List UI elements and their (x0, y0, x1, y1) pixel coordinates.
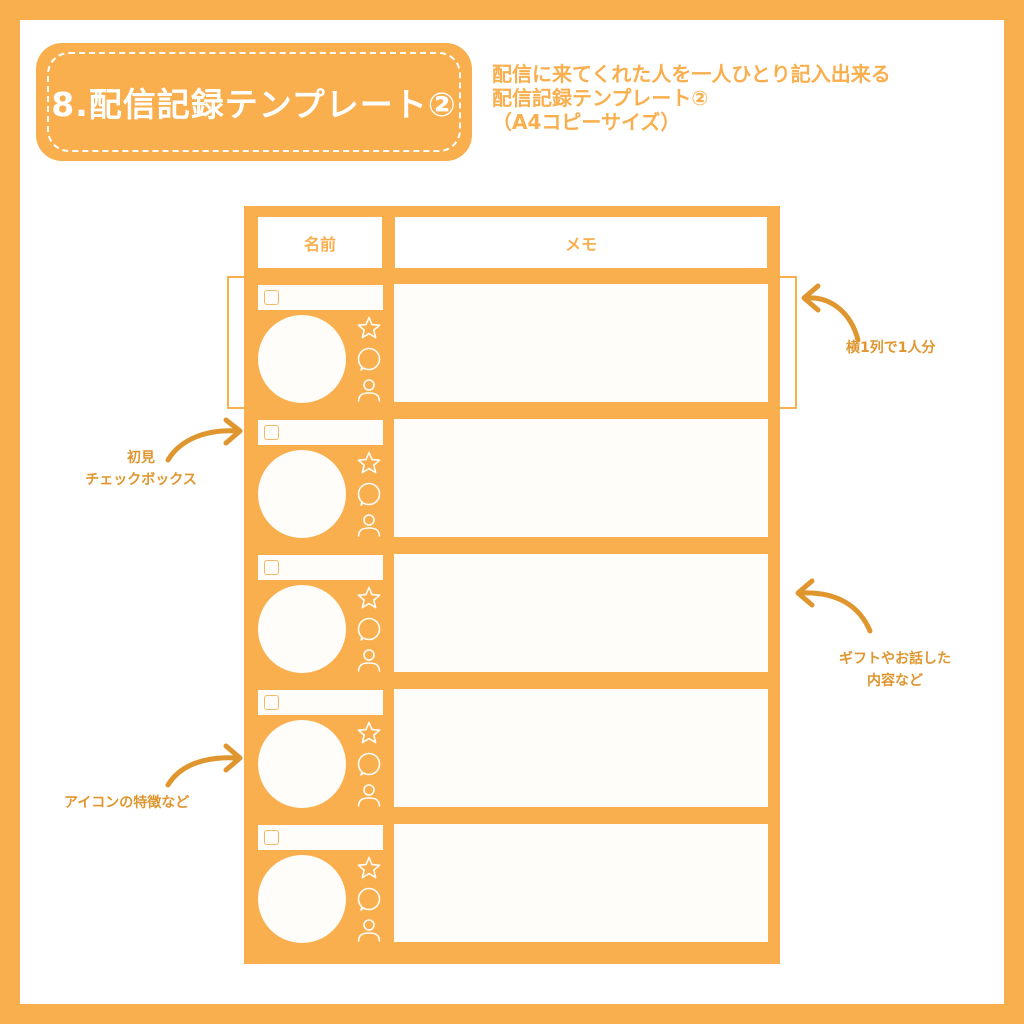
speech-bubble-icon[interactable] (356, 481, 382, 507)
name-field[interactable] (258, 690, 383, 715)
person-icon[interactable] (356, 782, 382, 808)
title-badge: 8.配信記録テンプレート② (36, 43, 472, 161)
person-icon[interactable] (356, 377, 382, 403)
first-visit-checkbox[interactable] (264, 695, 279, 710)
row-highlight-bracket-right (777, 276, 797, 409)
memo-field[interactable] (394, 554, 768, 672)
person-icon[interactable] (356, 512, 382, 538)
annotation-one-row: 横1列で1人分 (846, 340, 936, 356)
header-name: 名前 (258, 217, 382, 268)
header-memo: メモ (395, 217, 767, 268)
annotation-gift-line-2: 内容など (867, 673, 923, 689)
subtitle-line-2: 配信記録テンプレート② (492, 86, 709, 110)
person-icon[interactable] (356, 647, 382, 673)
star-icon[interactable] (356, 450, 382, 476)
speech-bubble-icon[interactable] (356, 346, 382, 372)
person-icon[interactable] (356, 917, 382, 943)
speech-bubble-icon[interactable] (356, 616, 382, 642)
arrow-icon (165, 743, 243, 788)
annotation-gift-line-1: ギフトやお話した (839, 651, 951, 667)
name-field[interactable] (258, 285, 383, 310)
page-title: 8.配信記録テンプレート② (51, 85, 457, 124)
star-icon[interactable] (356, 855, 382, 881)
avatar-placeholder (258, 720, 346, 808)
speech-bubble-icon[interactable] (356, 751, 382, 777)
annotation-first-visit-line-1: 初見 (127, 450, 155, 466)
subtitle-line-1: 配信に来てくれた人を一人ひとり記入出来る (492, 62, 891, 86)
star-icon[interactable] (356, 315, 382, 341)
subtitle: 配信に来てくれた人を一人ひとり記入出来る 配信記録テンプレート② （A4コピーサ… (492, 62, 891, 134)
memo-field[interactable] (394, 284, 768, 402)
name-field[interactable] (258, 825, 383, 850)
first-visit-checkbox[interactable] (264, 290, 279, 305)
annotation-first-visit-line-2: チェックボックス (85, 472, 197, 488)
arrow-icon (165, 417, 243, 463)
first-visit-checkbox[interactable] (264, 830, 279, 845)
avatar-placeholder (258, 315, 346, 403)
title-dashed-border (47, 52, 461, 152)
name-field[interactable] (258, 555, 383, 580)
subtitle-line-3: （A4コピーサイズ） (492, 110, 681, 134)
star-icon[interactable] (356, 585, 382, 611)
annotation-first-visit: 初見 チェックボックス (74, 447, 208, 491)
memo-field[interactable] (394, 824, 768, 942)
star-icon[interactable] (356, 720, 382, 746)
annotation-gift: ギフトやお話した 内容など (810, 648, 980, 692)
speech-bubble-icon[interactable] (356, 886, 382, 912)
avatar-placeholder (258, 450, 346, 538)
avatar-placeholder (258, 855, 346, 943)
arrow-icon (801, 283, 861, 343)
memo-field[interactable] (394, 419, 768, 537)
avatar-placeholder (258, 585, 346, 673)
first-visit-checkbox[interactable] (264, 560, 279, 575)
arrow-icon (795, 578, 873, 634)
annotation-icon-features: アイコンの特徴など (64, 795, 190, 811)
first-visit-checkbox[interactable] (264, 425, 279, 440)
row-highlight-bracket-left (227, 276, 247, 409)
memo-field[interactable] (394, 689, 768, 807)
name-field[interactable] (258, 420, 383, 445)
